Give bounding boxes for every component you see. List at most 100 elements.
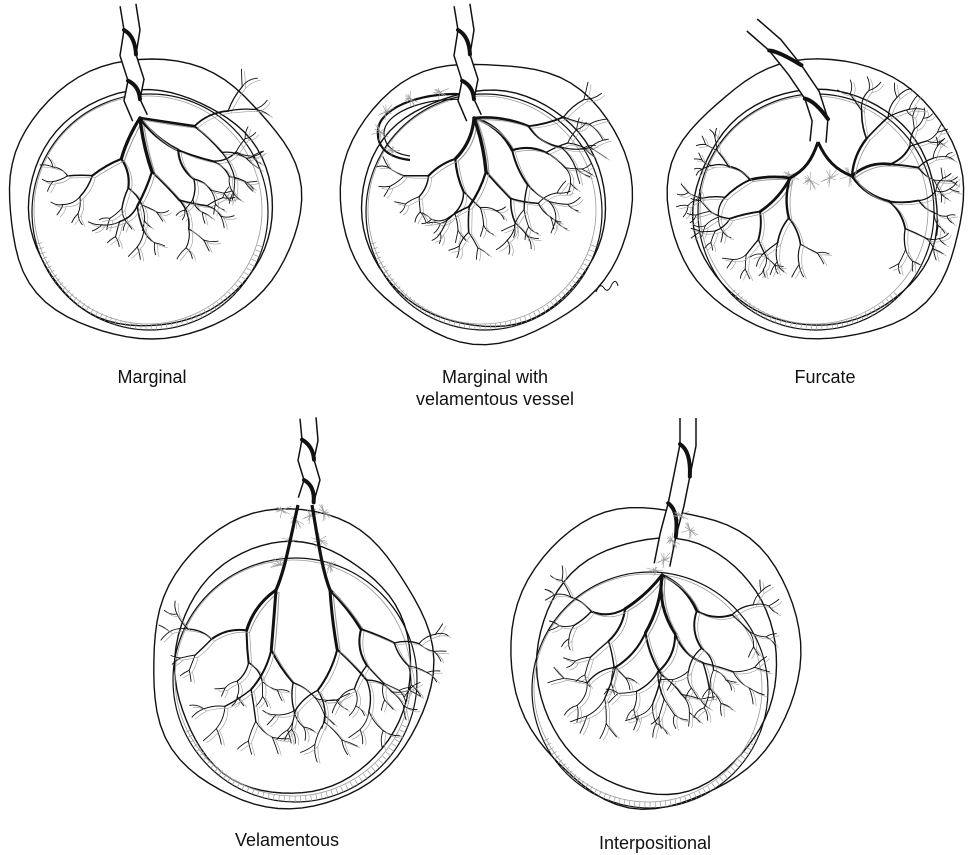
companion-vessel [184,657,198,660]
vessel-branch [799,264,803,276]
vessel-trunk [662,575,697,611]
companion-vessel [140,249,143,262]
velamentous-vessel [276,505,298,590]
companion-vessel [736,674,752,690]
vessel-branch [154,243,155,255]
marginal-hatch [368,771,372,776]
cord-fill [120,4,147,122]
companion-vessel [140,174,155,208]
vessel-branch [590,139,608,147]
marginal-hatch [238,281,243,285]
marginal-hatch [639,802,640,808]
companion-vessel [275,739,292,741]
vessel-branch [122,188,128,208]
vessel-branch [272,737,289,739]
vessel-branch [769,599,779,606]
vessel-branch [277,730,288,739]
companion-vessel [418,214,423,224]
companion-vessel [352,708,358,717]
vessel-branch [242,69,243,87]
umbilical-cord [454,4,481,122]
companion-vessel [926,110,928,120]
vessel-branch [236,139,245,152]
marginal-hatch [392,744,397,747]
companion-vessel [345,742,361,748]
marginal-hatch [728,771,732,775]
companion-vessel [908,231,909,252]
chorionic-plate-inner [34,96,262,324]
marginal-hatch [712,783,715,788]
vessel-branch [194,126,222,152]
companion-vessel [680,208,692,209]
companion-vessel [763,582,764,594]
cord-fill [454,4,481,122]
companion-vessel [578,614,595,628]
companion-vessel [180,250,189,261]
vessel-branch [360,730,363,744]
marginal-hatch [589,250,595,252]
vessel-branch [538,193,557,203]
companion-vessel [403,206,408,215]
marginal-hatch [846,320,848,326]
vessel-branch [557,181,566,193]
vessel-branch [721,232,723,242]
marginal-hatch [383,756,388,760]
vessel-branch [507,240,510,254]
companion-vessel [942,144,948,148]
vessel-branch [551,221,556,233]
vessel-branch [600,724,606,739]
vessel-branch [687,214,696,215]
companion-vessel [941,142,947,148]
vessel-branch [564,658,576,661]
membrane-fuzz [324,509,328,512]
companion-vessel [562,627,577,629]
companion-vessel [724,706,725,718]
companion-vessel [236,195,244,203]
vessel-branch [766,257,775,265]
vessel-trunk [661,575,675,634]
marginal-hatch [249,264,254,267]
vessel-branch [381,731,383,748]
vessel-branch [575,612,592,626]
vessel-branch [78,197,80,214]
vessel-branch [761,585,771,592]
companion-vessel [235,180,238,202]
label-velamentous-line-1: Velamentous [212,829,362,851]
vessel-branch [458,230,466,240]
umbilical-cord [120,4,147,122]
vessel-branch [546,153,565,168]
companion-vessel [571,206,581,213]
label-marginal-velamentous-line-2: velamentous vessel [400,388,590,410]
vessel-branch [636,672,657,691]
companion-vessel [515,152,530,187]
vessel-branch [766,634,776,637]
companion-vessel [532,229,542,236]
vessel-branch [88,222,102,225]
companion-vessel [81,216,85,227]
umbilical-cord [747,19,828,143]
vessel-branch [188,629,212,639]
vessel-branch [890,146,910,164]
vessel-trunk [121,118,140,159]
vessel-branch [934,249,936,260]
vessel-branch [591,609,625,615]
marginal-hatch [402,725,408,727]
placenta-marginal-with-velamentous-vessel [340,4,632,345]
companion-vessel [280,692,292,694]
marginal-hatch [505,322,506,328]
vessel-branch [715,219,730,231]
label-marginal-with-velamentous-vessel: Marginal with velamentous vessel [400,366,590,410]
vessel-branch [292,683,294,711]
companion-vessel [259,723,276,739]
vessel-branch [710,130,715,138]
vessel-branch [756,254,762,266]
marginal-hatch [379,760,383,764]
marginal-hatch [115,319,117,325]
vessel-branch [237,663,248,682]
vessel-trunk [140,118,194,126]
companion-vessel [893,148,913,166]
vessel-branch [705,217,718,225]
companion-vessel [870,79,873,93]
companion-vessel [936,148,941,160]
marginal-hatch [510,321,511,327]
